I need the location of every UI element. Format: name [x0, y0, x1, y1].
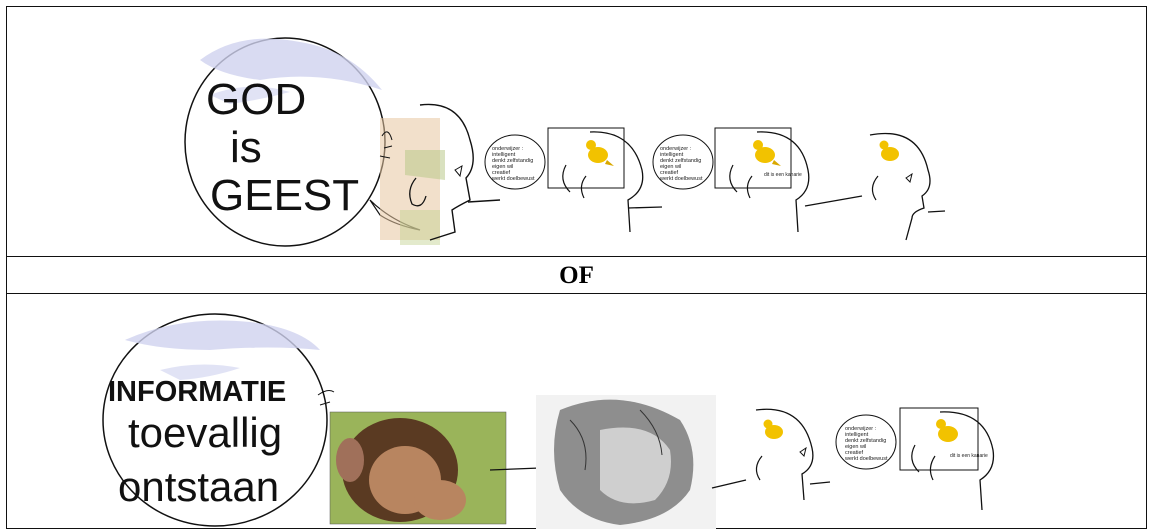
canary-bird-4	[763, 419, 783, 439]
teacher-bubble-2: onderwijzer : intelligent denkt zelfstan…	[660, 146, 703, 182]
person-head-1	[379, 103, 474, 245]
person-head-5	[755, 408, 814, 501]
divider-line-bottom	[6, 293, 1147, 294]
divider-line-top	[6, 256, 1147, 257]
teacher-bubble-3: onderwijzer : intelligent denkt zelfstan…	[845, 426, 888, 462]
canary-caption-1: dit is een kanarie	[764, 172, 802, 178]
bubble-line-informatie: INFORMATIE	[108, 376, 287, 408]
divider-label: OF	[559, 262, 594, 289]
person-head-4	[869, 132, 931, 241]
chimpanzee-image	[329, 411, 507, 525]
canary-bird-3	[879, 140, 899, 161]
canary-caption-2: dit is een kanarie	[950, 453, 988, 459]
bubble-line-ontstaan: ontstaan	[118, 463, 280, 510]
teacher-bubble-1: onderwijzer : intelligent denkt zelfstan…	[492, 146, 535, 182]
info-speech-bubble	[102, 313, 328, 527]
canary-bird-5	[936, 419, 958, 442]
canary-bird-1	[586, 140, 614, 166]
early-human-image	[536, 395, 716, 529]
person-head-3	[714, 127, 810, 233]
bubble-line-is: is	[230, 123, 262, 172]
canary-bird-2	[753, 140, 781, 166]
person-head-2	[547, 127, 644, 233]
bubble-line-geest: GEEST	[210, 171, 360, 220]
person-head-6	[899, 407, 995, 511]
bubble-line-god: GOD	[206, 75, 307, 124]
bubble-line-toevallig: toevallig	[128, 409, 283, 456]
